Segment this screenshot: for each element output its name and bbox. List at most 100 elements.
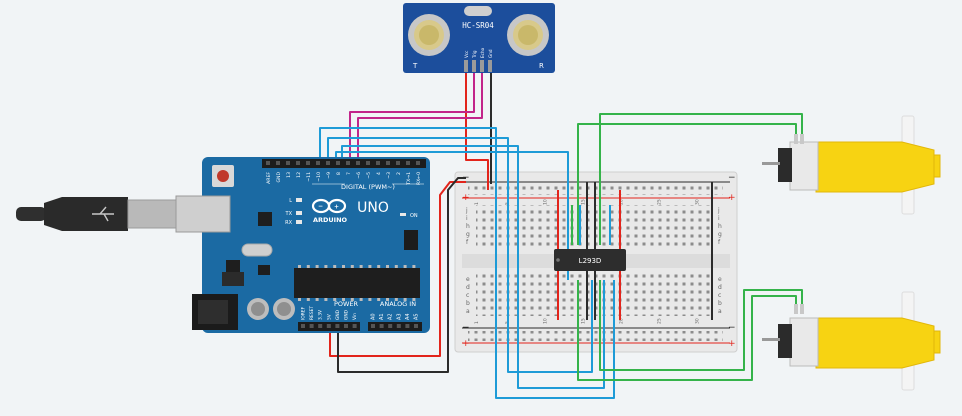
- digital-pin-label: 13: [286, 172, 292, 178]
- digital-pwm-label: DIGITAL (PWM~): [341, 183, 395, 191]
- row-letter: e: [466, 276, 470, 283]
- row-letter: b: [466, 300, 470, 307]
- svg-text:L: L: [289, 198, 292, 204]
- status-leds: L TX RX: [285, 198, 302, 226]
- row-letter: e: [718, 276, 722, 283]
- power-pin-label: GND: [335, 309, 341, 320]
- sensor-pin-label: Vcc: [464, 50, 469, 58]
- wire-blue-1: [319, 127, 615, 399]
- row-letter: f: [718, 239, 721, 246]
- column-number: 1: [474, 321, 480, 324]
- digital-pin-label: RX←0: [416, 172, 422, 185]
- svg-text:−: −: [728, 173, 736, 183]
- row-letter: i: [466, 215, 468, 222]
- sensor-pins: [464, 60, 492, 72]
- digital-pin-label: ~9: [326, 172, 332, 179]
- sensor-pin-label: Trig: [472, 50, 477, 59]
- row-letter: a: [466, 308, 470, 315]
- wire-motor1-b: [599, 113, 803, 245]
- analog-pin-label: A4: [405, 313, 411, 320]
- analog-pin-label: A1: [379, 313, 385, 320]
- dc-motor-top[interactable]: [762, 115, 941, 215]
- row-letter: c: [718, 292, 721, 299]
- digital-pin-label: TX→1: [406, 172, 412, 186]
- atmega-chip: [294, 268, 420, 298]
- chip-label: L293D: [579, 257, 602, 265]
- digital-pin-label: 2: [396, 172, 402, 175]
- svg-text:+: +: [334, 204, 339, 211]
- row-letter: b: [718, 300, 722, 307]
- wire-motor2-a: [577, 280, 797, 381]
- wire-sensor-echo: [357, 72, 483, 162]
- column-number: 20: [618, 318, 624, 324]
- column-number: 25: [656, 318, 662, 324]
- row-letter: j: [465, 207, 468, 214]
- power-pin-label: GND: [344, 309, 350, 320]
- svg-text:−: −: [728, 323, 736, 333]
- row-letter: d: [466, 284, 470, 291]
- sensor-transmitter-mark: T: [412, 62, 418, 70]
- wire-blue-2: [327, 137, 593, 373]
- sensor-pin-label: Echo: [480, 47, 485, 58]
- row-letter: a: [718, 308, 722, 315]
- digital-pin-label: ~10: [316, 172, 322, 182]
- analog-pin-label: A2: [388, 313, 394, 320]
- power-pin-label: 3.3V: [318, 310, 324, 320]
- power-label: POWER: [334, 300, 359, 308]
- digital-pin-label: AREF: [266, 172, 272, 184]
- wire-gnd: [337, 177, 466, 373]
- digital-header: [262, 159, 426, 168]
- digital-pin-label: 7: [346, 172, 352, 175]
- row-letter: d: [718, 284, 722, 291]
- row-letter: h: [466, 223, 470, 230]
- power-pin-label: RESET: [309, 306, 315, 320]
- svg-text:+: +: [462, 339, 470, 349]
- digital-pin-label: ~6: [356, 172, 362, 179]
- row-letter: f: [466, 239, 469, 246]
- svg-text:TX: TX: [285, 211, 293, 217]
- digital-pin-label: 4: [376, 172, 382, 175]
- analog-in-label: ANALOG IN: [380, 300, 416, 308]
- digital-pin-label: ~5: [366, 172, 372, 179]
- analog-pin-label: A0: [371, 313, 377, 320]
- sensor-pin-label: Gnd: [488, 49, 493, 58]
- wire-sensor-vcc: [465, 72, 489, 190]
- column-number: 30: [694, 318, 700, 324]
- row-letter: g: [718, 231, 722, 238]
- column-number: 25: [656, 199, 662, 205]
- row-letter: j: [717, 207, 720, 214]
- digital-pin-label: 8: [336, 172, 342, 175]
- l293d-chip[interactable]: L293D: [554, 249, 626, 271]
- row-letter: i: [718, 215, 720, 222]
- arduino-brand: ARDUINO: [313, 216, 348, 224]
- arduino-logo: − + ARDUINO: [311, 198, 348, 224]
- power-pin-label: Vin: [352, 313, 358, 320]
- power-pin-label: IOREF: [301, 306, 307, 320]
- sensor-receiver-mark: R: [539, 62, 544, 70]
- row-letter: c: [466, 292, 469, 299]
- column-number: 15: [580, 318, 586, 324]
- wire-motor1-a: [577, 123, 797, 245]
- row-letter: g: [466, 231, 470, 238]
- power-pin-label: 5V: [326, 314, 332, 320]
- svg-text:+: +: [728, 339, 736, 349]
- column-number: 30: [694, 199, 700, 205]
- row-letter: h: [718, 223, 722, 230]
- svg-text:RX: RX: [285, 220, 292, 226]
- on-label: ON: [410, 213, 418, 219]
- dc-motor-bottom[interactable]: [762, 291, 941, 391]
- svg-text:−: −: [462, 323, 470, 333]
- digital-pin-label: 12: [296, 172, 302, 178]
- column-number: 20: [618, 199, 624, 205]
- analog-pin-label: A5: [414, 313, 420, 320]
- svg-text:+: +: [462, 193, 470, 203]
